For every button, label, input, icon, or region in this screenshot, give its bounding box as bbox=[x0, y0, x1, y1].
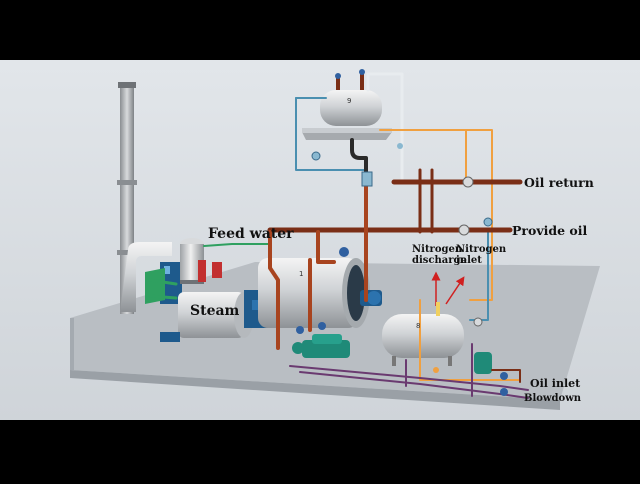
nitrogen-inlet-label: Nitrogen inlet bbox=[456, 244, 507, 266]
circulation-pump bbox=[302, 340, 350, 358]
heater-number: 1 bbox=[299, 270, 304, 278]
feed-water-label: Feed water bbox=[208, 226, 294, 242]
feed-water-line bbox=[203, 243, 269, 247]
expansion-tank-number: 9 bbox=[347, 97, 352, 105]
valves bbox=[296, 143, 508, 396]
oil-return-label: Oil return bbox=[524, 175, 594, 190]
provide-oil-label: Provide oil bbox=[512, 223, 588, 238]
nitrogen-discharge-label: Nitrogen discharge bbox=[412, 244, 467, 266]
expansion-connection bbox=[350, 138, 368, 234]
drain-line bbox=[289, 365, 529, 391]
steam-boiler bbox=[178, 292, 244, 338]
flue-duct bbox=[120, 242, 172, 312]
steam-label: Steam bbox=[190, 303, 240, 319]
blowdown-label: Blowdown bbox=[524, 393, 582, 404]
oil-inlet-line bbox=[491, 369, 521, 383]
oil-injection-pump bbox=[474, 352, 492, 374]
overflow-line bbox=[379, 129, 493, 301]
storage-tank bbox=[382, 314, 464, 358]
vent-line bbox=[295, 97, 367, 171]
storage-tank-number: 8 bbox=[416, 322, 421, 330]
blowdown-line bbox=[299, 371, 529, 399]
expansion-tank bbox=[320, 90, 382, 126]
expansion-tank-platform bbox=[302, 132, 392, 140]
nitrogen-inlet-arrow bbox=[445, 276, 465, 305]
oil-inlet-label: Oil inlet bbox=[530, 377, 581, 390]
economizer bbox=[145, 268, 165, 304]
